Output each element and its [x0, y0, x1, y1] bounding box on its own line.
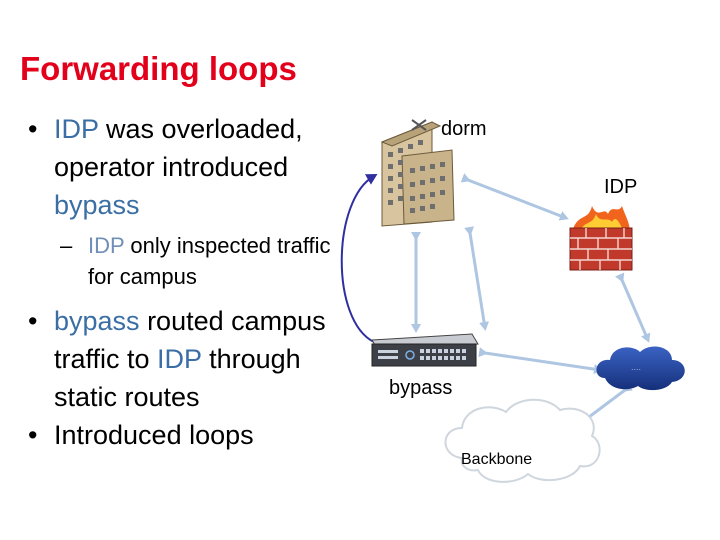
- bullet-dot: •: [28, 420, 38, 450]
- bypass-router-icon: [371, 333, 479, 367]
- link-dorm-backbone: [464, 226, 490, 331]
- bullet-list: • IDP was overloaded, operator introduce…: [28, 110, 348, 454]
- link-bypass-cloud: [478, 347, 603, 375]
- keyword-idp: IDP: [88, 233, 125, 258]
- bullet-item: • Introduced loops: [28, 416, 348, 454]
- sub-bullet-text: only inspected traffic for campus: [88, 233, 331, 289]
- bypass-label: bypass: [389, 377, 453, 399]
- dorm-building-icon: [380, 119, 455, 227]
- bullet-text: Introduced loops: [54, 420, 254, 450]
- bullet-text: through static routes: [54, 344, 301, 412]
- dorm-label: dorm: [441, 118, 487, 140]
- sub-bullet-dash: –: [60, 233, 73, 258]
- bullet-text: was overloaded, operator introduced: [54, 114, 303, 182]
- backbone-cloud-icon: [444, 398, 601, 483]
- network-cloud-icon: [596, 346, 685, 391]
- cloud-label: ....: [631, 362, 642, 372]
- bullet-item: • IDP was overloaded, operator introduce…: [28, 110, 348, 224]
- idp-label: IDP: [604, 176, 638, 198]
- sub-bullet-item: – IDP only inspected traffic for campus: [28, 230, 348, 292]
- link-lines: [411, 173, 651, 422]
- keyword-idp: IDP: [54, 114, 99, 144]
- link-cloud-backbone: [582, 382, 633, 422]
- backbone-label: Backbone: [461, 451, 533, 468]
- bullet-item: • bypass routed campus traffic to IDP th…: [28, 302, 348, 416]
- bullet-text: routed campus traffic to: [54, 306, 326, 374]
- bullet-dot: •: [28, 306, 38, 336]
- keyword-bypass: bypass: [54, 190, 140, 220]
- keyword-idp: IDP: [157, 344, 202, 374]
- link-idp-cloud: [615, 272, 651, 343]
- slide-title: Forwarding loops: [20, 50, 297, 87]
- firewall-idp-icon: [569, 206, 633, 271]
- loop-arrow: [340, 174, 378, 343]
- link-dorm-idp: [460, 173, 569, 221]
- keyword-bypass: bypass: [54, 306, 140, 336]
- bullet-dot: •: [28, 114, 38, 144]
